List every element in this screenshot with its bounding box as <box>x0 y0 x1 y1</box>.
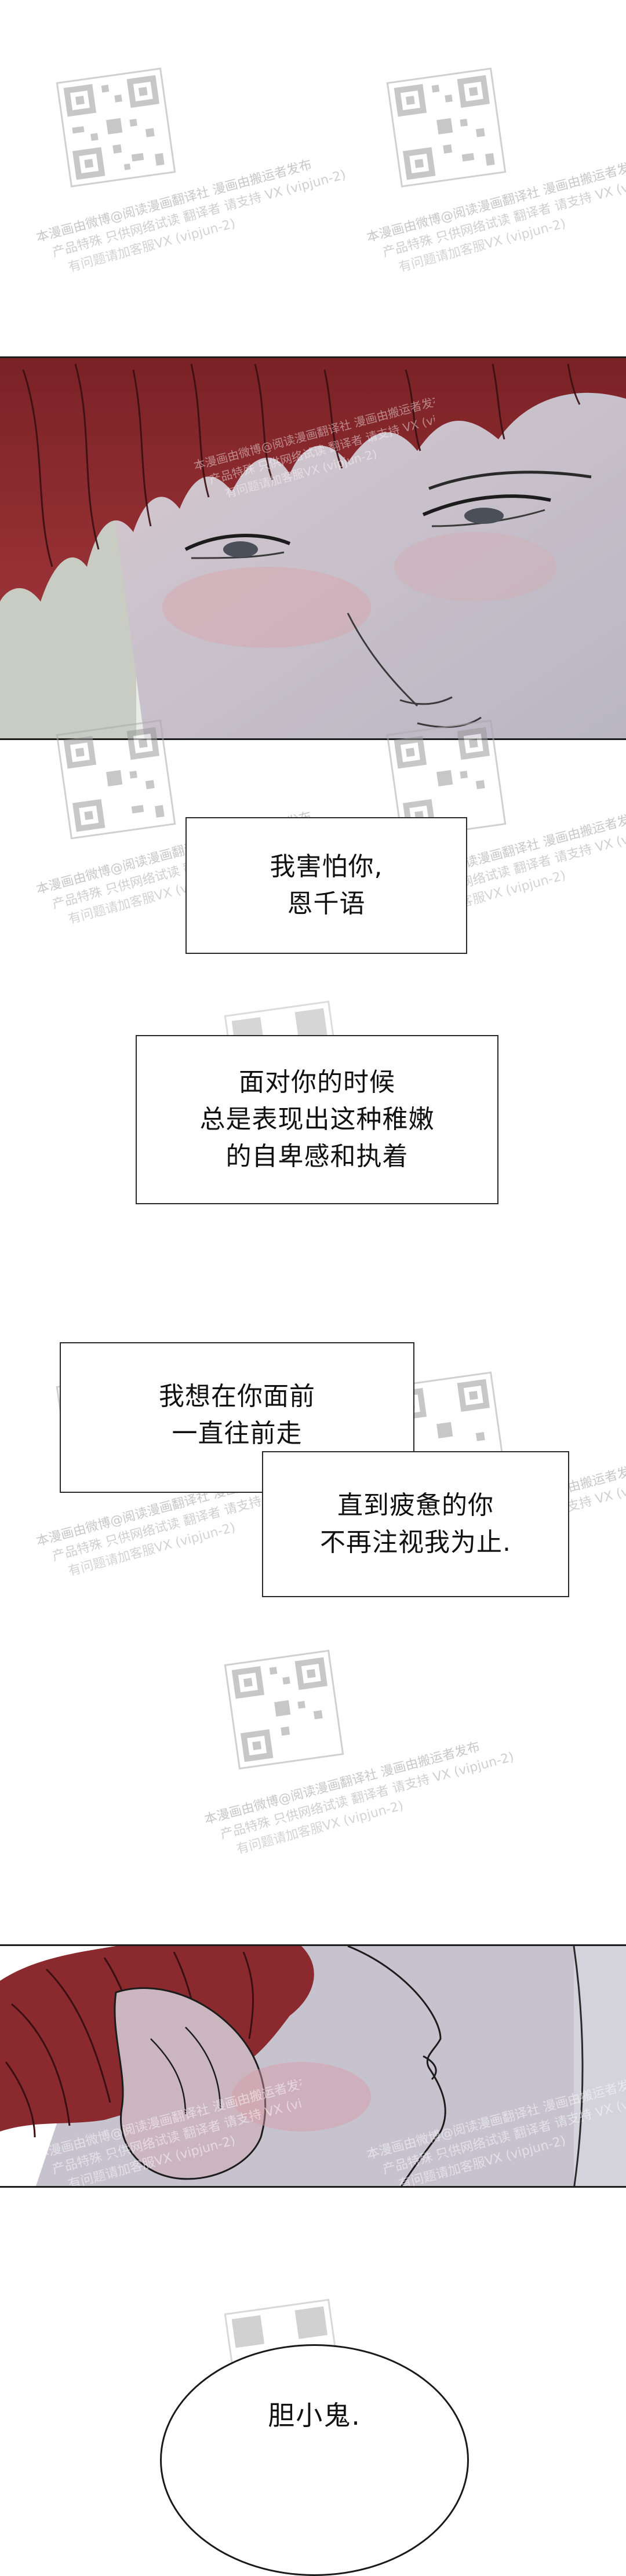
box-joint-cover <box>263 1452 413 1492</box>
watermark: 本漫画由微博@阅读漫画翻译社 漫画由搬运者发布 产品特殊 只供网络试读 翻译者 … <box>354 1981 626 2186</box>
watermark: 本漫画由微博@阅读漫画翻译社 漫画由搬运者发布 产品特殊 只供网络试读 翻译者 … <box>354 64 626 275</box>
watermark: 本漫画由微博@阅读漫画翻译社 漫画由搬运者发布 产品特殊 只供网络试读 翻译者 … <box>191 370 435 520</box>
eye-left <box>184 534 291 559</box>
narration-text: 面对你的时候 总是表现出这种稚嫩 的自卑感和执着 <box>199 1067 435 1171</box>
watermark: 本漫画由微博@阅读漫画翻译社 漫画由搬运者发布 产品特殊 只供网络试读 翻译者 … <box>23 64 348 275</box>
qr-code-watermark-icon: 本漫画由微博@阅读漫画翻译社 漫画由搬运者发布 产品特殊 只供网络试读 翻译者 … <box>203 1649 516 1857</box>
narration-box: 我害怕你, 恩千语 <box>185 817 467 954</box>
face-closeup-illustration <box>0 358 626 738</box>
narration-text: 直到疲惫的你 不再注视我为止. <box>320 1491 511 1557</box>
watermark-text: 产品特殊 只供网络试读 翻译者 请支持 VX (vipjun-2) <box>219 1750 516 1842</box>
qr-code-watermark-icon: 本漫画由微博@阅读漫画翻译社 漫画由搬运者发布 产品特殊 只供网络试读 翻译者 … <box>365 67 626 275</box>
speech-text: 胆小鬼. <box>268 2400 361 2431</box>
narration-text: 我想在你面前 一直往前走 <box>159 1382 315 1448</box>
narration-text: 我害怕你, 恩千语 <box>270 852 383 919</box>
head-in-hand-illustration <box>0 1946 626 2186</box>
eye-right <box>422 471 592 527</box>
watermark: 本漫画由微博@阅读漫画翻译社 漫画由搬运者发布 产品特殊 只供网络试读 翻译者 … <box>23 1981 301 2186</box>
narration-box: 面对你的时候 总是表现出这种稚嫩 的自卑感和执着 <box>136 1035 498 1204</box>
watermark: 本漫画由微博@阅读漫画翻译社 漫画由搬运者发布 产品特殊 只供网络试读 翻译者 … <box>191 1646 516 1857</box>
qr-code-watermark-icon: 本漫画由微博@阅读漫画翻译社 漫画由搬运者发布 产品特殊 只供网络试读 翻译者 … <box>35 67 348 275</box>
watermark-text: 产品特殊 只供网络试读 翻译者 请支持 VX (vipjun-2) <box>51 167 348 260</box>
panel-head-in-hand: 本漫画由微博@阅读漫画翻译社 漫画由搬运者发布 产品特殊 只供网络试读 翻译者 … <box>0 1944 626 2188</box>
panel-closeup-eyes: 本漫画由微博@阅读漫画翻译社 漫画由搬运者发布 产品特殊 只供网络试读 翻译者 … <box>0 356 626 740</box>
narration-box: 我想在你面前 一直往前走 <box>60 1342 414 1493</box>
